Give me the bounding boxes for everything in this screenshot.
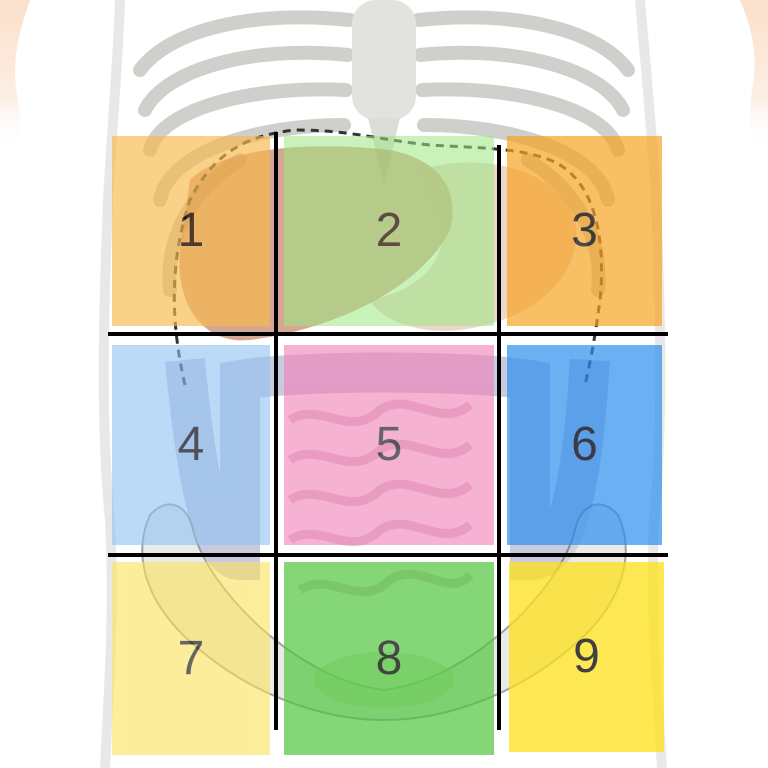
region-label: 2 xyxy=(375,204,403,257)
region-label: 7 xyxy=(177,631,205,685)
region-5: 5 xyxy=(284,345,494,545)
region-8: 8 xyxy=(284,562,494,755)
sternum xyxy=(352,0,416,120)
horizontal-line-lower xyxy=(108,553,668,557)
region-7: 7 xyxy=(112,562,270,755)
region-4: 4 xyxy=(112,345,270,545)
vertical-line-left xyxy=(274,132,278,730)
torso-outline-left xyxy=(98,0,125,768)
region-label: 1 xyxy=(177,204,205,257)
vertical-line-right xyxy=(497,145,501,730)
region-9: 9 xyxy=(509,562,664,752)
region-2: 2 xyxy=(284,136,494,326)
region-label: 3 xyxy=(571,204,598,257)
region-6: 6 xyxy=(507,345,662,545)
region-label: 6 xyxy=(571,418,598,471)
region-label: 9 xyxy=(573,630,600,683)
region-label: 5 xyxy=(375,418,403,471)
horizontal-line-upper xyxy=(108,332,668,336)
region-label: 4 xyxy=(177,418,205,471)
region-1: 1 xyxy=(112,136,270,326)
region-3: 3 xyxy=(507,136,662,326)
region-label: 8 xyxy=(375,631,403,685)
